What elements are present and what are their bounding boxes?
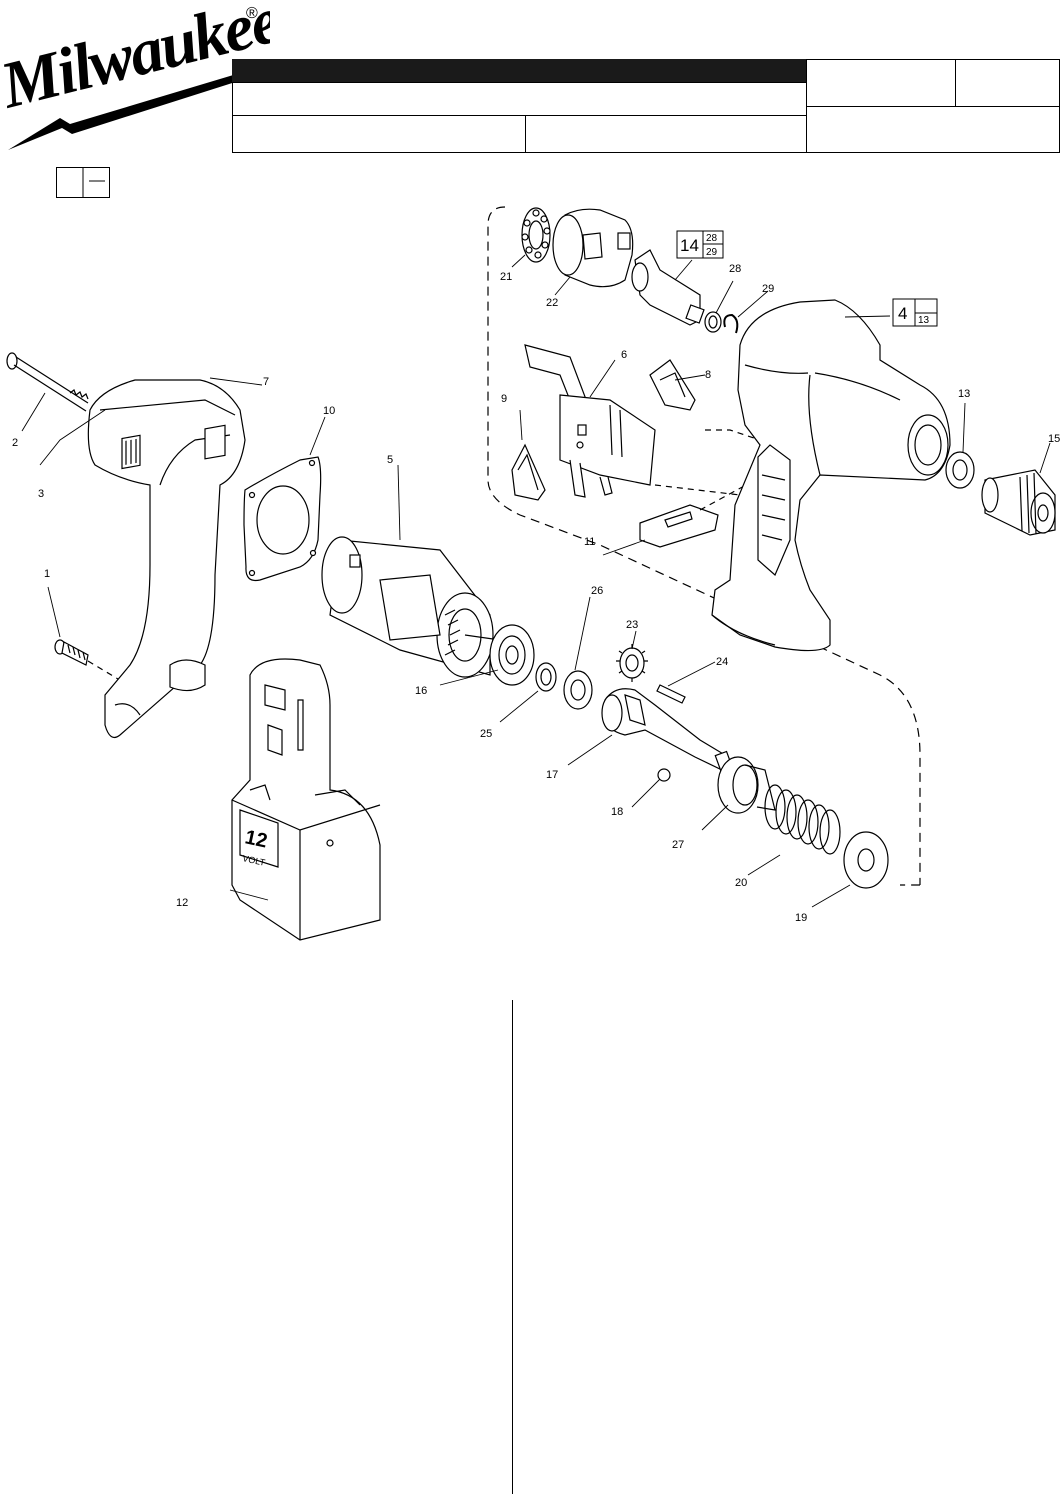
- callout-18: 18: [611, 806, 623, 818]
- callout-1: 1: [44, 568, 50, 580]
- part-1-small-screw: [54, 639, 119, 680]
- milwaukee-logo: Milwaukee ®: [0, 0, 270, 150]
- index-marker-box: [56, 167, 110, 198]
- part-29-retaining-ring: [723, 313, 739, 334]
- header-cell-date: [806, 106, 1060, 153]
- callout-7: 7: [263, 376, 269, 388]
- part-5-motor: [321, 536, 501, 678]
- header-cell-page: [955, 59, 1060, 107]
- part-23-gear: [616, 644, 648, 682]
- header-title-bar: [232, 59, 807, 82]
- callout-28: 28: [729, 263, 741, 275]
- part-16-bearing: [489, 624, 535, 686]
- part-9-brush-holder: [511, 443, 546, 501]
- battery-volt-unit: VOLT: [242, 853, 267, 868]
- callout-25: 25: [480, 728, 492, 740]
- callout-10: 10: [323, 405, 335, 417]
- part-10-gasket: [243, 456, 322, 582]
- part-6-switch: [524, 344, 656, 498]
- callout-27: 27: [672, 839, 684, 851]
- callout-24: 24: [716, 656, 728, 668]
- part-4-main-housing: [711, 299, 951, 652]
- callout-29: 29: [762, 283, 774, 295]
- callout-16: 16: [415, 685, 427, 697]
- callout-13: 13: [958, 388, 970, 400]
- header-cell-left: [232, 115, 526, 153]
- kit-box-4: 4 13: [892, 298, 938, 327]
- callout-12: 12: [176, 897, 188, 909]
- callout-26: 26: [591, 585, 603, 597]
- callout-6: 6: [621, 349, 627, 361]
- callout-15: 15: [1048, 433, 1060, 445]
- callout-17: 17: [546, 769, 558, 781]
- callout-19: 19: [795, 912, 807, 924]
- column-divider: [512, 1000, 513, 1494]
- kit-box-14: 14 28 29: [676, 230, 724, 259]
- part-2-screw: [6, 352, 89, 412]
- callout-5: 5: [387, 454, 393, 466]
- part-21-bearing: [521, 207, 551, 263]
- part-20-spring: [764, 784, 841, 855]
- part-18-ball: [657, 768, 671, 782]
- svg-text:28: 28: [706, 233, 718, 244]
- part-12-battery-pack: 12 VOLT: [231, 658, 381, 941]
- part-11-reverse-slide: [639, 504, 719, 548]
- part-14-anvil: [631, 249, 705, 326]
- svg-text:13: 13: [918, 315, 930, 326]
- callout-11: 11: [584, 536, 595, 548]
- callout-3: 3: [38, 488, 44, 500]
- exploded-parts-diagram: 12 VOLT 2 3: [6, 206, 1060, 941]
- part-7-handle-housing: [87, 379, 246, 738]
- svg-text:4: 4: [898, 304, 907, 323]
- callout-8: 8: [705, 369, 711, 381]
- header-row-model: [232, 82, 807, 116]
- parts-list-right-column: [515, 1000, 1063, 1494]
- callout-20: 20: [735, 877, 747, 889]
- battery-voltage: 12: [243, 826, 269, 852]
- callout-22: 22: [546, 297, 558, 309]
- part-22-clutch: [552, 208, 634, 288]
- part-17-spindle: [601, 688, 734, 774]
- header-cell-middle: [525, 115, 807, 153]
- svg-text:14: 14: [680, 236, 699, 255]
- part-8-brush-holder: [649, 359, 696, 411]
- part-24-pin: [656, 684, 686, 704]
- part-27-cam: [717, 756, 776, 814]
- registered-mark: ®: [246, 5, 258, 22]
- callout-9: 9: [501, 393, 507, 405]
- part-15-chuck: [981, 469, 1056, 536]
- callout-21: 21: [500, 271, 512, 283]
- callout-23: 23: [626, 619, 638, 631]
- callout-2: 2: [12, 437, 18, 449]
- header-cell-catalog: [806, 59, 956, 107]
- svg-text:29: 29: [706, 247, 718, 258]
- parts-list-left-column: [0, 1000, 510, 1494]
- logo-wordmark: Milwaukee: [0, 0, 270, 123]
